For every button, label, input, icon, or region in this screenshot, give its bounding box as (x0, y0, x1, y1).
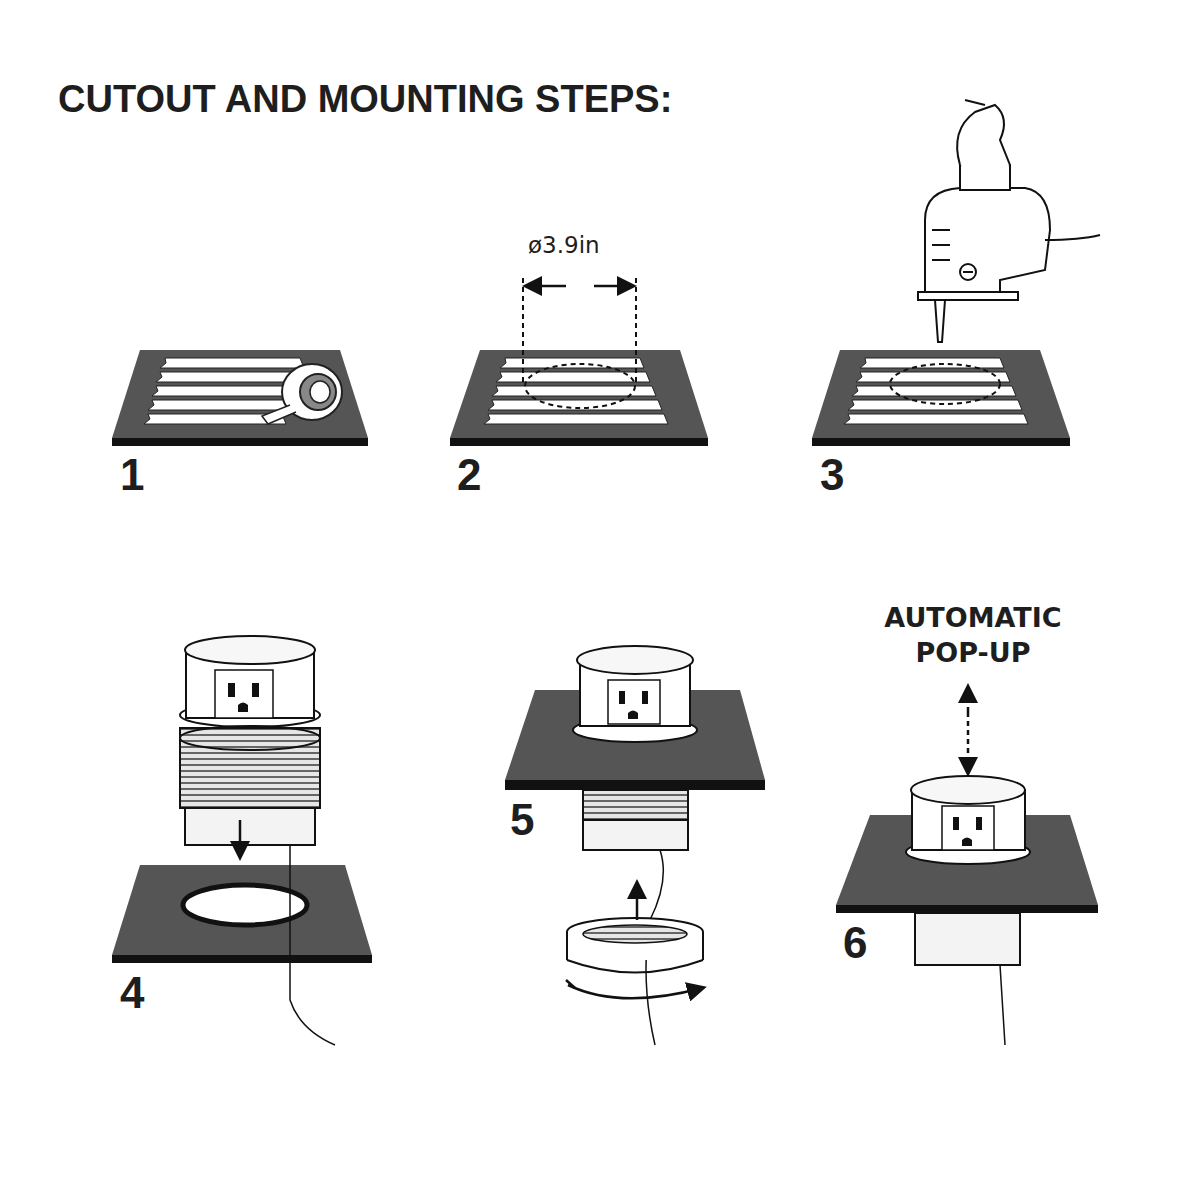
step-5-illustration (505, 646, 765, 1045)
step-2-illustration (450, 278, 708, 446)
step-number: 3 (820, 450, 844, 501)
step-6-illustration (836, 688, 1098, 1045)
step-number: 2 (457, 450, 481, 501)
title: CUTOUT AND MOUNTING STEPS: (58, 78, 672, 122)
dimension-label: ø3.9in (528, 232, 600, 258)
step-number: 6 (843, 918, 867, 969)
step-number: 4 (120, 968, 144, 1019)
step-4-illustration (112, 636, 372, 1045)
step-number: 1 (120, 450, 144, 501)
callout-label: AUTOMATIC POP-UP (853, 600, 1093, 670)
step-number: 5 (510, 795, 534, 846)
step-3-illustration (812, 100, 1100, 446)
step-1-illustration (112, 350, 368, 446)
